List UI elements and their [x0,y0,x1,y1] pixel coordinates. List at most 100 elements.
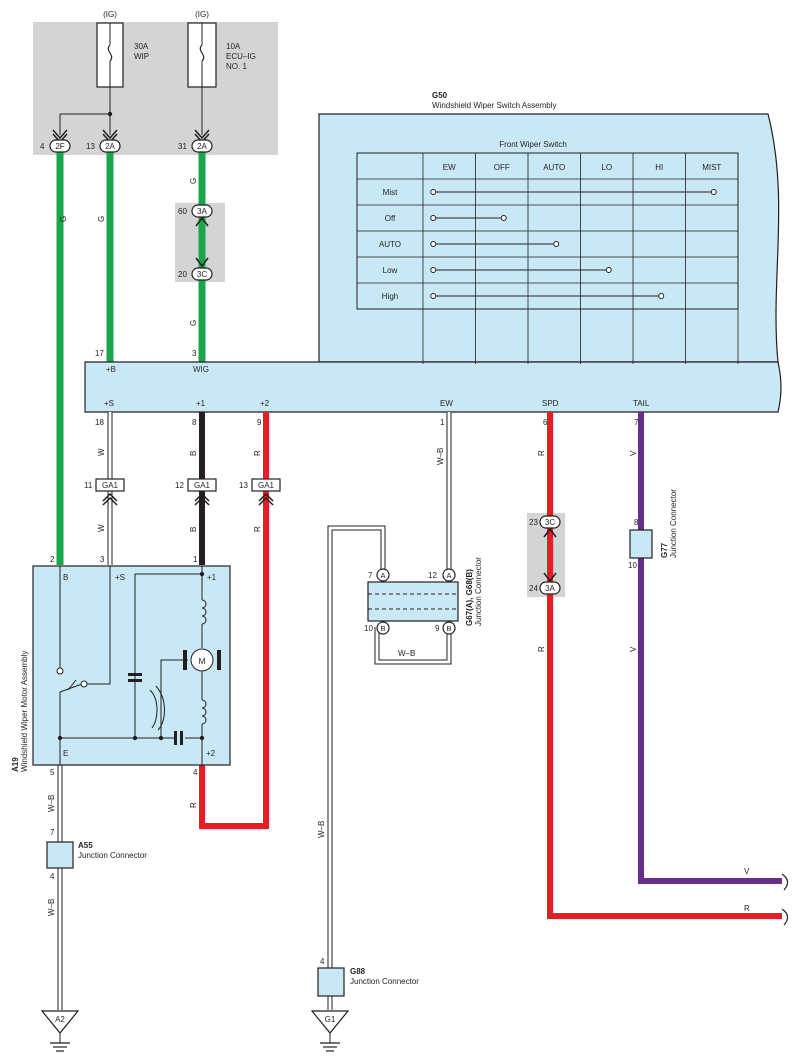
switch-contact-dot [710,189,717,195]
wire-v-continues-icon [781,873,789,891]
wire-label-g-3: G [189,178,198,184]
a55-pin-4: 4 [50,872,55,881]
switch-term-plus-1: +1 [196,399,206,408]
fuse-1-name: WIP [134,52,149,61]
ga1-13-code: GA1 [258,481,275,490]
switch-table-title: Front Wiper Switch [499,140,567,149]
switch-row-low: Low [383,266,398,275]
motor-term-plus-s: +S [115,573,125,582]
junction-a55-code: A55 [78,841,93,850]
fuse-box-panel [33,22,278,155]
ground-a2-code: A2 [55,1015,65,1024]
switch-contact-dot [430,241,437,247]
wire-label-r-3: R [537,450,546,456]
motor-term-b: B [63,573,68,582]
switch-term-plus-s: +S [104,399,114,408]
fuse-1-rating: 30A [134,42,149,51]
junction-a55: 7 4 A55 Junction Connector [46,828,147,881]
g67-pin-7-letter: A [380,571,385,580]
joint-3a-spd-pin: 24 [529,584,538,593]
wire-label-w-2: W [97,524,106,532]
switch-pin-7: 7 [634,418,639,427]
wire-label-wb-2: W–B [398,649,415,658]
wire-r-spd [547,412,782,919]
fuse-connector-2a-31: 2A 31 [178,129,213,153]
wire-label-b-1: B [189,451,198,456]
g88-pin-4: 4 [320,957,325,966]
ga1-connector-13: GA1 13 [239,478,281,506]
switch-pin-6: 6 [543,418,548,427]
g68-pin-9-letter: B [446,624,451,633]
switch-contact-dot [658,293,665,299]
ga1-12-code: GA1 [194,481,211,490]
wire-v-tail-lower [638,558,782,884]
switch-col-off: OFF [494,163,510,172]
motor-capacitor-1 [128,673,142,676]
g68-pin-9: 9 [435,624,440,633]
junction-g88: 4 G88 Junction Connector [317,957,419,997]
wire-label-wb-1: W–B [436,448,445,465]
ga1-13-pin: 13 [239,481,248,490]
fuse-connector-2a-31-pin: 31 [178,142,187,151]
ga1-connector-11: GA1 11 [84,478,125,506]
fuse-2-element-icon [199,44,205,62]
fuse-2-rating: 10A [226,42,241,51]
fuse-2-name-line2: NO. 1 [226,62,247,71]
junction-g77-code: G77 [660,542,669,558]
ga1-connector-12: GA1 12 [175,478,217,506]
wire-label-v-3: V [744,867,750,876]
motor-assembly-name: Windshield Wiper Motor Assembly [20,651,29,772]
motor-pin-1: 1 [193,555,198,564]
motor-pin-4: 4 [193,768,198,777]
g68-pin-10-letter: B [380,624,385,633]
switch-contact-dot [430,215,437,221]
switch-contact-dot [430,267,437,273]
wire-wb-ew [327,412,452,962]
junction-g88-name: Junction Connector [350,977,419,986]
switch-pin-3: 3 [192,349,197,358]
wire-r-plus-2 [199,412,269,829]
switch-pin-1: 1 [440,418,445,427]
fuse-connector-2f: 2F 4 [40,129,71,153]
ga1-11-code: GA1 [102,481,119,490]
joint-3c-spd-pin: 23 [529,518,538,527]
fuse-connector-2a-13: 2A 13 [86,129,121,153]
fuse-1-source: (IG) [103,10,117,19]
switch-contact-dot [605,267,612,273]
junction-g67-g68: A A B B 7 12 10 9 G67(A), G68(B) Junctio… [364,557,483,635]
fuse-2-source: (IG) [195,10,209,19]
junction-g77-name: Junction Connector [669,489,678,558]
switch-assembly-bar [84,361,782,413]
switch-row-mist: Mist [383,188,398,197]
switch-term-plus-2: +2 [260,399,270,408]
switch-col-ew: EW [443,163,456,172]
g77-pin-10: 10 [628,561,637,570]
switch-assembly-code: G50 [432,91,448,100]
fuse-box-splice-dot [107,111,113,117]
wire-label-v-1: V [629,450,638,456]
ga1-12-pin: 12 [175,481,184,490]
joint-connector-3c-3a: 3C 23 3A 24 [529,515,561,595]
switch-term-tail: TAIL [633,399,650,408]
wire-label-g-4: G [189,320,198,326]
motor-pin-3: 3 [100,555,105,564]
ground-g1: G1 [310,1010,350,1052]
motor-capacitor-2 [174,731,177,745]
wire-label-r-2: R [253,526,262,532]
motor-pin-5: 5 [50,768,55,777]
switch-contact-dot [430,189,437,195]
wire-label-r-6: R [189,802,198,808]
switch-col-mist: MIST [702,163,721,172]
wire-label-g-1: G [59,216,68,222]
g77-pin-8: 8 [634,518,639,527]
fuse-connector-2a-13-code: 2A [105,142,115,151]
fuse-1-element-icon [107,44,113,62]
junction-g88-code: G88 [350,967,366,976]
motor-brush-left [183,650,187,670]
motor-term-plus-1: +1 [207,573,217,582]
wire-label-r-5: R [744,904,750,913]
fuse-connector-2a-13-pin: 13 [86,142,95,151]
fuse-2-name: ECU–IG [226,52,256,61]
